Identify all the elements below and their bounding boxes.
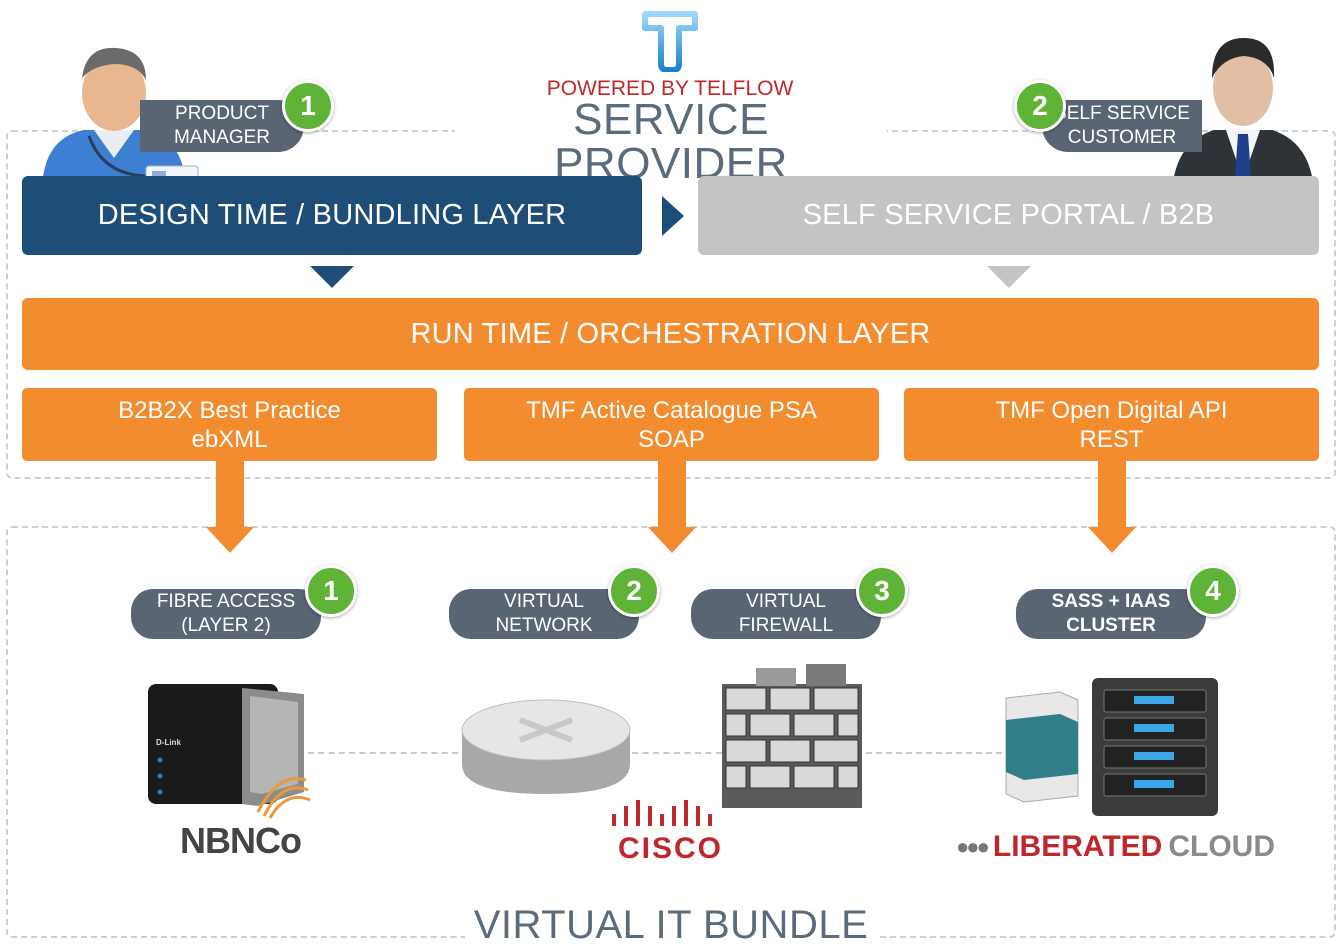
interface-protocol: REST: [1079, 425, 1144, 453]
nbnco-logo: NBNCo: [180, 820, 302, 861]
cisco-logo-text: CISCO: [618, 832, 724, 865]
down-arrow-icon: [310, 266, 354, 288]
virtual-it-bundle-title: VIRTUAL IT BUNDLE: [465, 903, 877, 947]
step-badge: 1: [282, 80, 334, 132]
run-time-layer: RUN TIME / ORCHESTRATION LAYER: [22, 298, 1319, 370]
cloud-word: CLOUD: [1168, 830, 1275, 863]
customer-label: SELF SERVICE CUSTOMER: [1042, 100, 1202, 152]
step-badge: 3: [856, 565, 908, 617]
firewall-icon: [722, 664, 862, 808]
arrow-shaft: [658, 461, 686, 529]
self-service-portal-layer: SELF SERVICE PORTAL / B2B: [698, 176, 1319, 255]
component-label-fibre: FIBRE ACCESS (LAYER 2): [131, 589, 321, 639]
customer-line2: CUSTOMER: [1067, 127, 1177, 148]
component-line2: (LAYER 2): [181, 615, 271, 636]
interface-name: TMF Active Catalogue PSA: [526, 396, 817, 424]
liberated-word: LIBERATED: [992, 830, 1163, 863]
customer-avatar-icon: [1172, 38, 1314, 190]
component-line1: VIRTUAL: [504, 591, 584, 612]
component-line1: SASS + IAAS: [1051, 591, 1171, 612]
device-connector: [866, 752, 1002, 754]
component-line2: NETWORK: [495, 615, 593, 636]
design-time-layer: DESIGN TIME / BUNDLING LAYER: [22, 176, 642, 255]
flow-arrow-right-icon: [662, 196, 684, 236]
telflow-logo-icon: [642, 11, 698, 72]
interface-name: B2B2X Best Practice: [118, 396, 341, 424]
down-arrow-icon: [648, 527, 696, 553]
product-manager-label: PRODUCT MANAGER: [140, 100, 304, 152]
component-label-cluster: SASS + IAAS CLUSTER: [1016, 589, 1206, 639]
liberated-cloud-logo: ●●● LIBERATED CLOUD: [956, 830, 1275, 864]
interface-protocol: SOAP: [638, 425, 705, 453]
step-badge: 2: [1014, 80, 1066, 132]
interface-box-soap: TMF Active Catalogue PSA SOAP: [464, 388, 879, 461]
logo-dots-icon: ●●●: [956, 834, 990, 859]
component-line1: FIBRE ACCESS: [156, 591, 296, 612]
router-device-icon: [148, 684, 311, 819]
component-line1: VIRTUAL: [746, 591, 826, 612]
server-rack-icon: [1005, 678, 1218, 816]
down-arrow-icon: [987, 266, 1031, 288]
cisco-logo-icon: [612, 800, 712, 826]
component-line2: CLUSTER: [1066, 615, 1156, 636]
component-label-network: VIRTUAL NETWORK: [449, 589, 639, 639]
interface-name: TMF Open Digital API: [995, 396, 1228, 424]
step-badge: 4: [1187, 565, 1239, 617]
service-provider-title: SERVICE PROVIDER: [455, 98, 887, 186]
cisco-router-icon: [461, 699, 631, 794]
component-line2: FIREWALL: [738, 615, 834, 636]
device-connector: [632, 752, 722, 754]
device-connector: [308, 752, 458, 754]
interface-protocol: ebXML: [191, 425, 268, 453]
arrow-shaft: [1098, 461, 1126, 529]
interface-box-rest: TMF Open Digital API REST: [904, 388, 1319, 461]
customer-line1: SELF SERVICE: [1054, 103, 1190, 124]
down-arrow-icon: [1088, 527, 1136, 553]
down-arrow-icon: [206, 527, 254, 553]
interface-box-ebxml: B2B2X Best Practice ebXML: [22, 388, 437, 461]
powered-by-label: POWERED BY TELFLOW: [546, 77, 794, 100]
component-label-firewall: VIRTUAL FIREWALL: [691, 589, 881, 639]
arrow-shaft: [216, 461, 244, 529]
product-manager-line2: MANAGER: [173, 127, 271, 148]
step-badge: 2: [608, 565, 660, 617]
product-manager-line1: PRODUCT: [175, 103, 269, 124]
device-brand-label: D-Link: [156, 738, 181, 747]
step-badge: 1: [305, 565, 357, 617]
